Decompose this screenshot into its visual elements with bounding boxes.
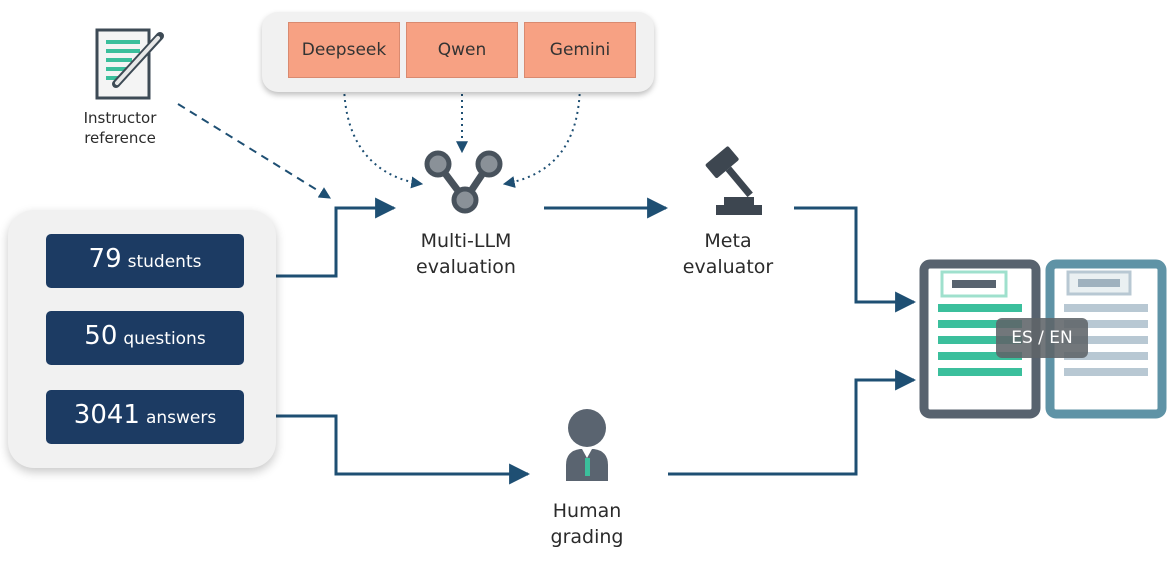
- instructor-label-line1: Instructor: [83, 109, 157, 127]
- instructor-label-line2: reference: [84, 129, 156, 147]
- stats-to-llm-arrow: [276, 197, 397, 278]
- stat-questions-number: 50: [84, 321, 118, 351]
- stat-questions: 50 questions: [46, 311, 244, 365]
- stat-answers: 3041 answers: [46, 390, 244, 444]
- clipboard-dark-icon: [919, 259, 1041, 419]
- deepseek-arrow: [343, 81, 424, 189]
- language-badge: ES / EN: [996, 318, 1088, 358]
- human-grading-label-line1: Human: [552, 500, 622, 522]
- meta-evaluator-label-line2: evaluator: [682, 256, 774, 278]
- model-deepseek: Deepseek: [288, 22, 400, 78]
- stats-panel: 79 students 50 questions 3041 answers: [8, 210, 276, 468]
- network-icon: [424, 150, 503, 214]
- clipboard-light-icon: [1045, 259, 1167, 419]
- multi-llm-label-line1: Multi-LLM: [420, 230, 512, 252]
- stat-answers-number: 3041: [73, 400, 140, 430]
- human-grading-label: Human grading: [537, 498, 637, 550]
- gavel-icon: [705, 146, 762, 215]
- stat-students-number: 79: [88, 244, 122, 274]
- human-grading-label-line2: grading: [550, 526, 624, 548]
- instructor-arrow: [177, 103, 332, 199]
- meta-to-output-arrow: [794, 206, 917, 313]
- model-panel: Deepseek Qwen Gemini: [262, 12, 654, 92]
- stat-answers-label: answers: [145, 408, 217, 428]
- stat-students-label: students: [127, 252, 202, 272]
- model-gemini: Gemini: [524, 22, 636, 78]
- stat-students: 79 students: [46, 234, 244, 288]
- gemini-arrow: [502, 81, 581, 188]
- instructor-document-icon: [95, 28, 164, 100]
- multi-llm-label: Multi-LLM evaluation: [396, 228, 536, 280]
- instructor-label: Instructor reference: [70, 108, 170, 148]
- person-icon: [566, 409, 608, 481]
- human-to-output-arrow: [668, 369, 917, 476]
- model-qwen: Qwen: [406, 22, 518, 78]
- stats-to-human-arrow: [276, 414, 531, 485]
- multi-llm-label-line2: evaluation: [416, 256, 516, 278]
- meta-evaluator-label-line1: Meta: [704, 230, 752, 252]
- meta-evaluator-label: Meta evaluator: [668, 228, 788, 280]
- stat-questions-label: questions: [123, 329, 206, 349]
